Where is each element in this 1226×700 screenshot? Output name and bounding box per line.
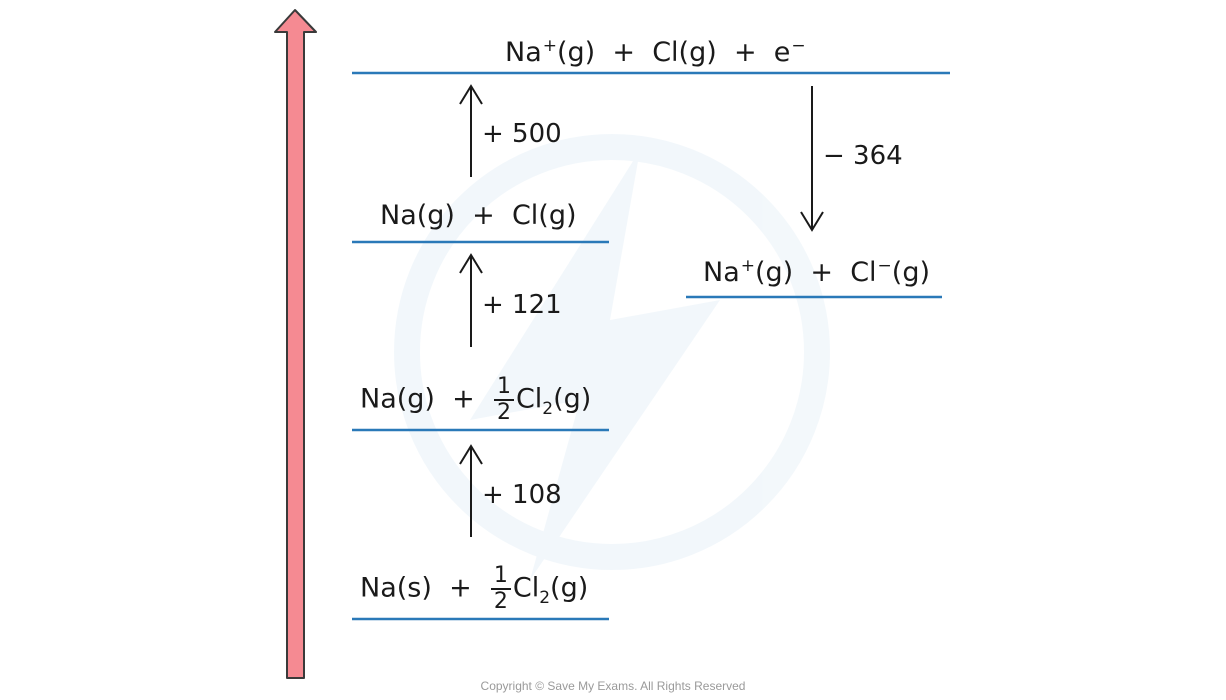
species-atoms-na: Na (380, 200, 417, 231)
species-half-gas-na-state: (g) (396, 383, 435, 415)
species-right-cl: Cl (850, 257, 877, 288)
species-right-na: Na (703, 257, 740, 288)
energy-ionisation: + 500 (482, 119, 562, 149)
arrow-electron-affinity (800, 86, 824, 232)
species-right-na-state: (g) (755, 257, 794, 288)
species-top-electron: e (773, 37, 791, 68)
species-right-na-charge: + (740, 256, 755, 276)
fraction-denominator: 2 (496, 400, 511, 425)
species-standard-cl: Cl (512, 572, 540, 604)
fraction-numerator: 1 (490, 565, 511, 590)
species-half-gas-cl: Cl (515, 383, 543, 415)
species-top-plus-1: + (612, 37, 636, 68)
fraction-numerator: 1 (493, 376, 514, 401)
species-half-gas-cl-subscript: 2 (542, 398, 554, 419)
species-top-plus-2: + (733, 37, 757, 68)
watermark-bolt (470, 150, 720, 580)
species-atoms-plus: + (472, 200, 495, 231)
species-top-electron-charge: − (791, 36, 806, 56)
energy-axis-arrow (274, 9, 317, 679)
species-top-cl-state: (g) (678, 37, 717, 68)
species-half-gas-plus: + (452, 383, 475, 415)
arrow-atomisation-cl (459, 253, 483, 347)
fraction-denominator: 2 (493, 589, 508, 614)
species-standard-na-state: (s) (396, 572, 432, 604)
arrow-ionisation (459, 84, 483, 177)
species-standard-plus: + (449, 572, 472, 604)
species-right-cl-state: (g) (891, 257, 931, 288)
energy-atomisation-cl: + 121 (482, 290, 562, 320)
watermark-logo (394, 134, 830, 580)
copyright-notice: Copyright © Save My Exams. All Rights Re… (480, 679, 746, 693)
species-top-na: Na (505, 37, 542, 68)
species-top-na-state: (g) (557, 37, 596, 68)
species-standard-cl-subscript: 2 (539, 587, 551, 608)
species-atoms-na-state: (g) (416, 200, 455, 231)
energy-atomisation-na: + 108 (482, 480, 562, 510)
species-top: Na+(g) + Cl(g) + e− (505, 36, 806, 68)
watermark-ring (394, 134, 830, 570)
species-standard-cl-state: (g) (550, 572, 589, 604)
species-right: Na+(g) + Cl−(g) (703, 256, 931, 288)
species-atoms: Na(g) + Cl(g) (380, 202, 577, 229)
species-right-cl-charge: − (877, 256, 892, 276)
species-right-plus: + (810, 257, 834, 288)
species-half-gas-cl-state: (g) (553, 383, 592, 415)
species-half-gas-na: Na (360, 383, 397, 415)
species-atoms-cl-state: (g) (538, 200, 577, 231)
species-atoms-cl: Cl (511, 200, 539, 231)
species-top-cl: Cl (652, 37, 679, 68)
species-top-na-charge: + (542, 36, 557, 56)
energy-electron-affinity: − 364 (823, 141, 903, 171)
arrow-atomisation-na (459, 444, 483, 537)
species-standard-na: Na (360, 572, 397, 604)
